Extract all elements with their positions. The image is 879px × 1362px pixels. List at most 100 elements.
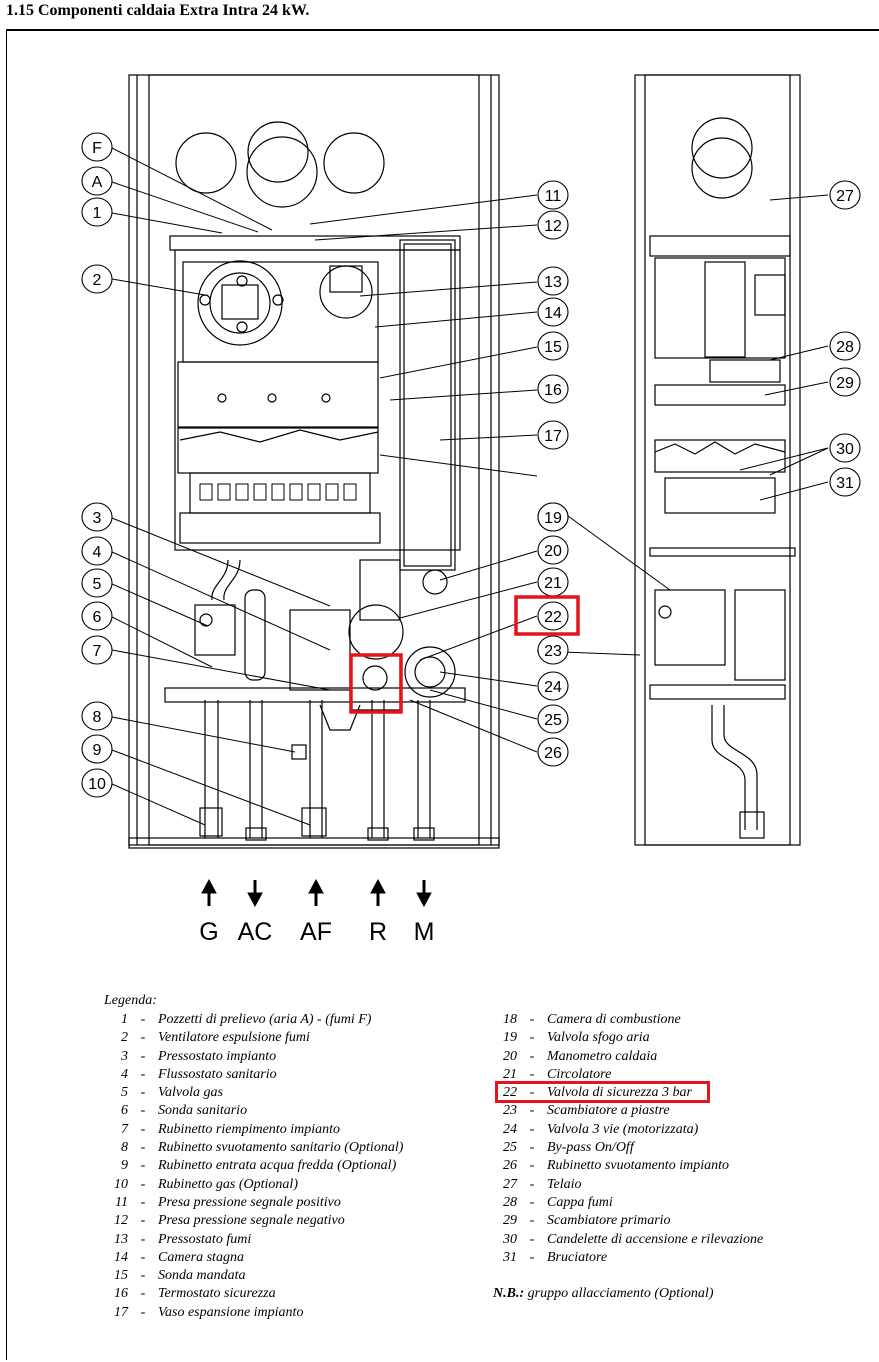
legend-text: Camera stagna: [158, 1249, 244, 1265]
legend-dash: -: [140, 1249, 146, 1265]
legend-item: 28-Cappa fumi: [493, 1194, 763, 1212]
callout-circle: [537, 297, 569, 327]
legend-number: 27: [503, 1176, 517, 1192]
arrow-up-g: [201, 878, 217, 894]
callout-label: 19: [544, 510, 562, 527]
legend-text: Pressostato impianto: [158, 1048, 277, 1064]
legend-dash: -: [529, 1213, 535, 1229]
connection-label: AC: [238, 918, 273, 946]
callout-circle: [829, 367, 861, 397]
page-title: 1.15 Componenti caldaia Extra Intra 24 k…: [6, 2, 310, 19]
legend-text: By-pass On/Off: [547, 1140, 634, 1156]
legend-dash: -: [529, 1231, 535, 1247]
legend-number: 30: [503, 1231, 517, 1247]
legend-item: 15-Sonda mandata: [104, 1267, 403, 1285]
legend-number: 7: [121, 1121, 128, 1137]
callout-circle: [81, 166, 113, 196]
legend-item: 14-Camera stagna: [104, 1249, 403, 1267]
callout-circle: [537, 635, 569, 665]
legend-number: 5: [121, 1085, 128, 1101]
legend-number: 17: [114, 1304, 128, 1320]
callout-label: 8: [93, 709, 102, 726]
legend-dash: -: [140, 1103, 146, 1119]
legend-dash: -: [140, 1012, 146, 1027]
legend-number: 2: [121, 1030, 128, 1046]
callout-circle: [829, 467, 861, 497]
legend-number: 15: [114, 1268, 128, 1284]
legend-text: Ventilatore espulsione fumi: [158, 1030, 310, 1046]
legend-item: 31-Bruciatore: [493, 1249, 763, 1267]
callout-label: 11: [545, 188, 562, 205]
legend-item: 22-Valvola di sicurezza 3 bar: [493, 1084, 763, 1102]
callout-circle: [81, 132, 113, 162]
legend-dash: -: [140, 1268, 146, 1284]
title-rule: [6, 29, 879, 31]
legend-number: 18: [503, 1012, 517, 1027]
side-cabinet: [634, 74, 801, 846]
legend-dash: -: [140, 1231, 146, 1247]
callout-label: 4: [93, 544, 102, 561]
legend-text: Termostato sicurezza: [158, 1286, 276, 1302]
legend-item: 4-Flussostato sanitario: [104, 1066, 403, 1084]
legend-dash: -: [529, 1012, 535, 1027]
legend-dash: -: [140, 1213, 146, 1229]
callout-label: 16: [544, 382, 562, 399]
legend-number: 9: [121, 1158, 128, 1174]
callout-label: 10: [88, 776, 106, 793]
legend-item: 17-Vaso espansione impianto: [104, 1304, 403, 1322]
callout-label: 5: [93, 576, 102, 593]
callout-label: 25: [544, 712, 562, 729]
legend-item: 6-Sonda sanitario: [104, 1102, 403, 1120]
legend-dash: -: [529, 1176, 535, 1192]
legend-dash: -: [140, 1176, 146, 1192]
legend-number: 10: [114, 1176, 128, 1192]
legend-item: 29-Scambiatore primario: [493, 1212, 763, 1230]
legend-number: 19: [503, 1030, 517, 1046]
callout-label: 24: [544, 679, 562, 696]
legend-item: 10-Rubinetto gas (Optional): [104, 1176, 403, 1194]
callout-label: 26: [544, 745, 562, 762]
legend-number: 13: [114, 1231, 128, 1247]
connection-label: AF: [300, 918, 332, 946]
nb-note: N.B.: gruppo allacciamento (Optional): [493, 1286, 714, 1302]
legend-item: 5-Valvola gas: [104, 1084, 403, 1102]
legend-number: 8: [121, 1140, 128, 1156]
legend-dash: -: [529, 1121, 535, 1137]
callout-label: 22: [544, 609, 562, 626]
callout-label: 2: [93, 272, 102, 289]
callout-label: 27: [836, 188, 854, 205]
arrow-up-af: [308, 878, 324, 894]
legend-number: 11: [115, 1194, 128, 1210]
callout-label: 12: [544, 218, 562, 235]
legend-text: Presa pressione segnale negativo: [158, 1213, 345, 1229]
legend-item: 13-Pressostato fumi: [104, 1231, 403, 1249]
legend-22-highlight: [495, 1081, 710, 1103]
legend-text: Valvola di sicurezza 3 bar: [547, 1085, 692, 1101]
callout-circle: [537, 420, 569, 450]
legend-text: Camera di combustione: [547, 1012, 681, 1027]
callout-label: 21: [544, 575, 562, 592]
legend-dash: -: [140, 1286, 146, 1302]
legend-dash: -: [140, 1048, 146, 1064]
legend-text: Scambiatore primario: [547, 1213, 671, 1229]
callout-circle: [829, 331, 861, 361]
arrow-down-m: [416, 892, 432, 908]
callout-circle: [537, 266, 569, 296]
callout-circle: [81, 701, 113, 731]
legend-text: Telaio: [547, 1176, 582, 1192]
connection-label: G: [199, 918, 218, 946]
safety-valve-highlight: [349, 653, 403, 714]
callout-circle: [829, 433, 861, 463]
legend-text: Scambiatore a piastre: [547, 1103, 670, 1119]
callout-label: 3: [93, 510, 102, 527]
legend-text: Cappa fumi: [547, 1194, 613, 1210]
legend-item: 24-Valvola 3 vie (motorizzata): [493, 1121, 763, 1139]
legend-number: 25: [503, 1140, 517, 1156]
legend-text: Rubinetto svuotamento impianto: [547, 1158, 729, 1174]
legend-dash: -: [529, 1066, 535, 1082]
connection-label: R: [369, 918, 387, 946]
callout-label: 17: [544, 428, 562, 445]
legend-dash: -: [140, 1030, 146, 1046]
callout-label: 7: [93, 643, 102, 660]
